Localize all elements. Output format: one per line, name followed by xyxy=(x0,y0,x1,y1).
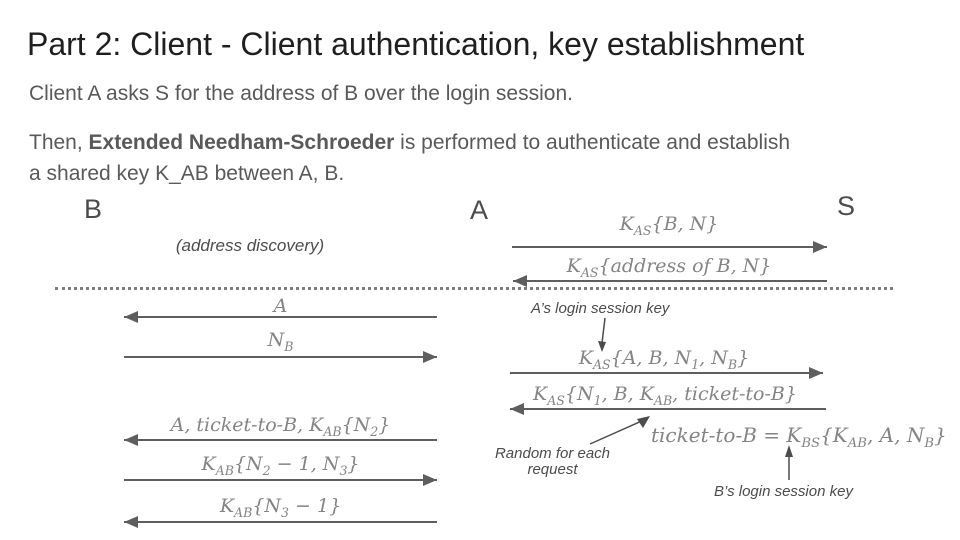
paragraph2-prefix: Then, xyxy=(29,131,89,154)
message-arrow-s-to-a-1 xyxy=(513,275,827,287)
message-arrow-a-to-b-1 xyxy=(124,311,437,323)
actor-label-b: B xyxy=(84,194,103,224)
annotation-arrow-up-icon xyxy=(785,445,793,480)
paragraph2-line2: a shared key K_AB between A, B. xyxy=(29,162,345,185)
message-label-nb: NB xyxy=(267,329,294,354)
message-label-kas-address-of-b: KAS{address of B, N} xyxy=(566,255,772,280)
page-title: Part 2: Client - Client authentication, … xyxy=(27,26,805,62)
actor-label-a: A xyxy=(470,195,489,225)
body-paragraph-2: Then, Extended Needham-Schroeder is perf… xyxy=(29,127,939,189)
message-label-kab-n2-1-n3: KAB{N2 − 1, N3} xyxy=(201,453,360,478)
message-label-a: A xyxy=(273,295,288,317)
message-arrow-a-to-b-3 xyxy=(124,516,437,528)
paragraph2-rest: is performed to authenticate and establi… xyxy=(394,131,791,154)
message-label-kab-n3-1: KAB{N3 − 1} xyxy=(219,495,342,520)
annotation-arrow-down-icon xyxy=(598,317,606,352)
message-arrow-s-to-a-2 xyxy=(510,403,826,415)
message-arrow-a-to-s-2 xyxy=(510,367,823,379)
annotation-random-line1: Random for each xyxy=(494,445,611,462)
message-arrow-b-to-a-2 xyxy=(124,474,437,486)
message-label-kas-b-n: KAS{B, N} xyxy=(619,213,719,238)
message-label-kas-n1-b-kab-ticket: KAS{N1, B, KAB, ticket-to-B} xyxy=(533,383,797,408)
message-label-kas-a-b-n1-nb: KAS{A, B, N1, NB} xyxy=(578,347,750,372)
message-arrow-a-to-b-2 xyxy=(124,434,437,446)
ticket-equation: ticket-to-B = KBS{KAB, A, NB} xyxy=(651,423,947,451)
message-arrow-b-to-a-1 xyxy=(124,351,437,363)
annotation-arrow-diagonal-icon xyxy=(589,416,650,445)
annotation-a-login-session-key: A’s login session key xyxy=(531,300,670,317)
message-arrow-a-to-s-1 xyxy=(512,241,827,253)
annotation-random-line2: request xyxy=(527,461,578,478)
actor-label-s: S xyxy=(837,191,856,221)
message-label-a-ticket-kab-n2: A, ticket-to-B, KAB{N2} xyxy=(170,414,391,439)
session-separator-dotted-line xyxy=(55,287,893,290)
annotation-b-login-session-key: B’s login session key xyxy=(714,483,853,500)
paragraph2-bold: Extended Needham-Schroeder xyxy=(88,131,395,154)
phase-label-address-discovery: (address discovery) xyxy=(175,236,325,255)
body-paragraph-1: Client A asks S for the address of B ove… xyxy=(29,82,573,105)
